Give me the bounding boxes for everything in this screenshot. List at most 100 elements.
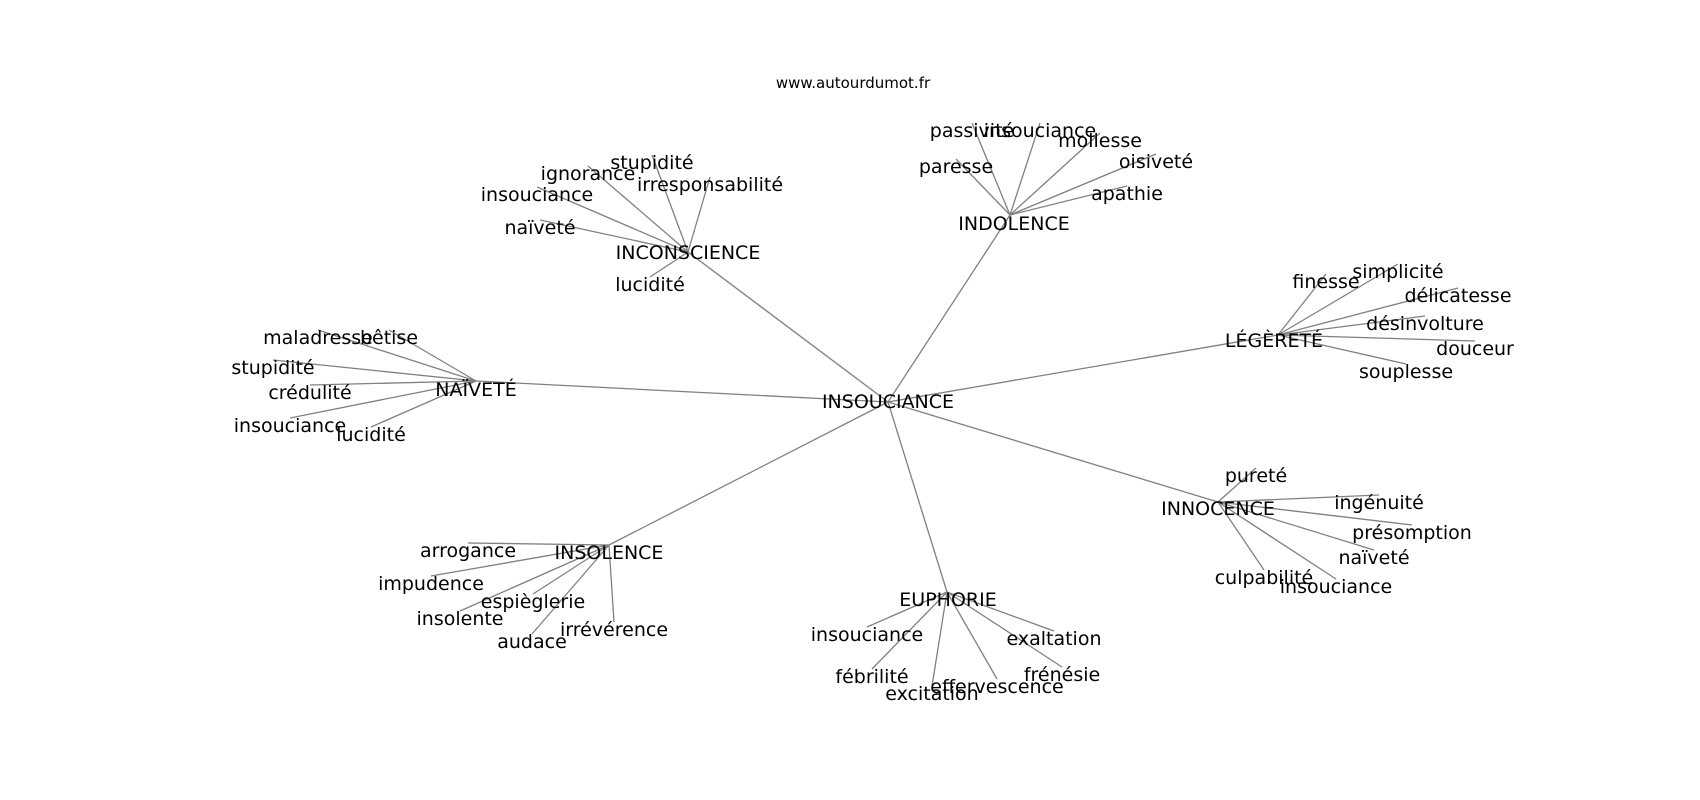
word-node-label: irresponsabilité [637,174,783,196]
word-node-label: excitation [885,683,978,705]
word-node-label: insouciance [984,120,1096,142]
edge-group-to-word [931,591,948,687]
word-node-label: audace [497,631,567,653]
edge-group-to-word [1009,153,1157,216]
word-node-label: lucidité [336,424,406,446]
edge-group-to-word [1217,501,1413,526]
word-node-label: délicatesse [1404,285,1511,307]
edge-group-to-word [587,165,689,253]
word-node-label: effervescence [930,676,1063,698]
edge-group-to-word [430,544,610,577]
edge-group-to-word [1277,263,1399,336]
edge-group-to-word [272,359,477,382]
labels: INSOUCIANCE INCONSCIENCEstupiditéignoran… [231,120,1514,705]
center-node-label: INSOUCIANCE [822,391,954,413]
word-node-label: oisiveté [1119,151,1193,173]
group-node-label: INNOCENCE [1161,498,1275,520]
word-node-label: espièglerie [481,591,585,613]
word-node-label: finesse [1292,271,1359,293]
edge-center-to-group [887,401,948,593]
word-node-label: pureté [1225,465,1287,487]
edge-group-to-word [687,176,711,253]
word-node-label: impudence [378,573,484,595]
word-node-label: simplicité [1352,261,1443,283]
word-node-label: insouciance [234,415,346,437]
group-node-label: INDOLENCE [958,213,1069,235]
edge-group-to-word [459,544,610,612]
edge-group-to-word [539,219,689,253]
word-node-label: irrévérence [560,619,668,641]
edge-group-to-word [1009,122,1041,216]
edge-group-to-word [370,380,477,428]
edge-center-to-group [687,251,889,403]
word-node-label: insouciance [811,624,923,646]
word-node-label: ignorance [541,163,636,185]
edge-group-to-word [871,591,948,670]
word-node-label: paresse [919,156,993,178]
edge-group-to-word [309,380,477,386]
word-node-label: insouciance [1280,576,1392,598]
edge-group-to-word [531,544,610,635]
word-node-label: naïveté [1338,547,1409,569]
edge-center-to-group [475,380,889,403]
group-node-label: EUPHORIE [899,589,996,611]
word-node-label: stupidité [610,152,693,174]
word-node-label: insouciance [481,184,593,206]
edge-group-to-word [317,329,477,382]
word-node-label: souplesse [1359,361,1453,383]
edges [272,122,1476,687]
edge-center-to-group [887,401,1219,503]
word-node-label: stupidité [231,357,314,379]
edge-group-to-word [532,544,610,595]
edge-group-to-word [1009,132,1101,216]
edge-group-to-word [1217,501,1337,580]
edge-center-to-group [608,401,889,546]
word-node-label: culpabilité [1215,567,1314,589]
edge-group-to-word [1217,467,1257,503]
edge-group-to-word [649,251,689,278]
word-node-label: arrogance [420,540,516,562]
word-node-label: fébrilité [835,666,908,688]
word-node-label: lucidité [615,274,685,296]
edge-center-to-group [887,334,1279,403]
edge-group-to-word [1217,501,1375,551]
edge-group-to-word [651,154,689,253]
word-node-label: ingénuité [1334,492,1424,514]
edge-group-to-word [955,158,1011,216]
edge-group-to-word [946,591,1063,668]
edge-group-to-word [1277,273,1327,336]
edge-group-to-word [946,591,1055,632]
word-node-label: exaltation [1006,628,1101,650]
edge-group-to-word [1217,494,1380,503]
edge-group-to-word [388,329,477,382]
group-node-label: INSOLENCE [555,542,664,564]
word-node-label: crédulité [268,382,351,404]
edge-group-to-word [536,186,689,253]
edge-group-to-word [1277,315,1426,336]
edge-group-to-word [1277,334,1407,365]
word-node-label: frénésie [1024,664,1100,686]
word-node-label: naïveté [504,217,575,239]
word-node-label: apathie [1091,183,1163,205]
edge-group-to-word [467,542,610,546]
edge-group-to-word [971,122,1011,216]
source-credit: www.autourdumot.fr [776,74,931,92]
edge-group-to-word [1217,501,1265,571]
edge-group-to-word [1277,287,1459,336]
edge-group-to-word [608,544,615,623]
edge-group-to-word [1009,185,1128,216]
word-node-label: bêtise [360,327,418,349]
edge-group-to-word [1277,334,1476,342]
word-node-label: présomption [1352,522,1472,544]
word-node-label: douceur [1436,338,1514,360]
edge-group-to-word [866,591,948,628]
word-node-label: passivité [930,120,1014,142]
edge-group-to-word [946,591,998,680]
edge-group-to-word [289,380,477,419]
group-node-label: LÉGÈRETÉ [1225,329,1323,352]
group-node-label: NAÏVETÉ [435,378,516,401]
edge-center-to-group [887,214,1011,403]
word-node-label: maladresse [263,327,373,349]
word-node-label: désinvolture [1366,313,1484,335]
group-node-label: INCONSCIENCE [616,242,761,264]
